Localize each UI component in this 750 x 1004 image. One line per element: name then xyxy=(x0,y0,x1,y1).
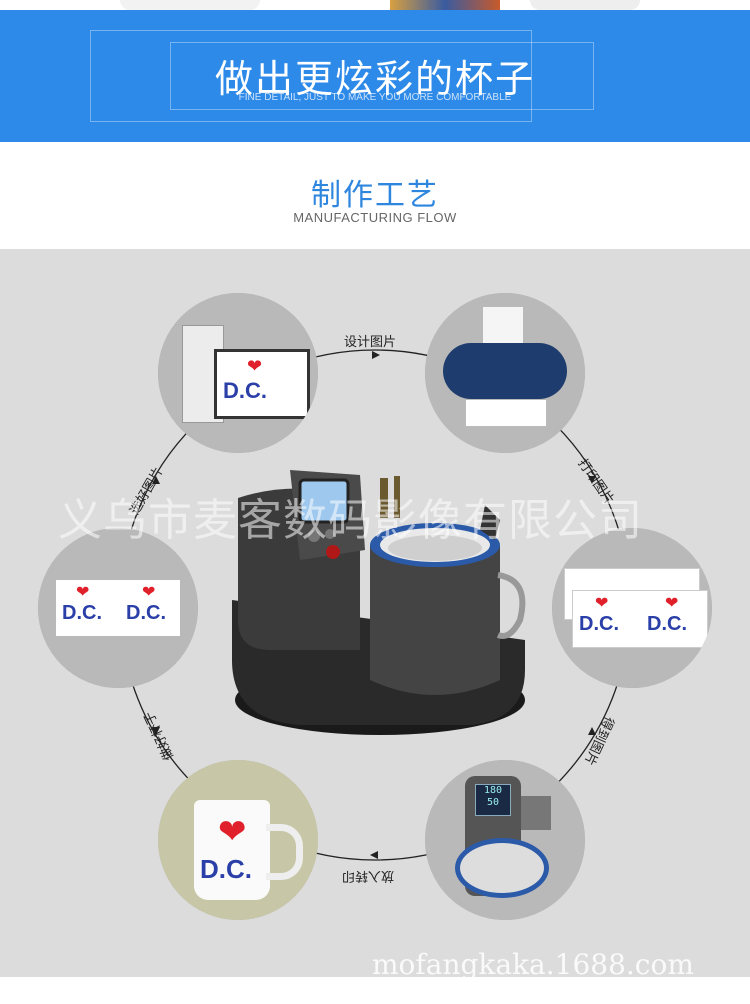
arrow-icon xyxy=(370,851,378,859)
artwork-dc-text: D.C. xyxy=(62,602,102,624)
monitor-icon: ❤ D.C. xyxy=(214,349,310,419)
arrow-icon xyxy=(588,727,596,735)
section-title: 制作工艺 xyxy=(311,178,439,213)
top-strip xyxy=(0,0,750,10)
printer-icon xyxy=(443,343,567,399)
banner-frame-outer xyxy=(90,30,532,122)
machine-display: 180 50 xyxy=(475,784,511,816)
paper-icon xyxy=(483,307,523,349)
section-subtitle: MANUFACTURING FLOW xyxy=(293,210,457,225)
step-select-circle: ❤ ❤ D.C. D.C. xyxy=(38,528,198,688)
mug-icon: ❤ D.C. xyxy=(194,800,270,900)
heart-icon: ❤ xyxy=(218,812,247,852)
bottom-strip xyxy=(0,977,750,1004)
mug-top-image-right xyxy=(530,0,640,10)
company-watermark: 义乌市麦客数码影像有限公司 xyxy=(58,495,643,546)
mug-top-image xyxy=(120,0,260,10)
step-finished-circle: ❤ D.C. xyxy=(158,760,318,920)
artwork-dc-text: D.C. xyxy=(647,613,687,635)
artwork-dc-text: D.C. xyxy=(579,613,619,635)
printed-sheet-icon xyxy=(465,399,547,427)
banner-title: 做出更炫彩的杯子 xyxy=(214,57,535,101)
photo-print-card: ❤ ❤ D.C. D.C. xyxy=(56,580,180,636)
mug-top-image-colorful xyxy=(390,0,500,10)
photo-print-card: ❤ ❤ D.C. D.C. xyxy=(572,590,708,648)
arrow-icon xyxy=(152,727,160,735)
banner-frame-inner xyxy=(170,42,594,110)
display-line2: 50 xyxy=(486,797,500,808)
heart-icon: ❤ xyxy=(142,582,156,601)
mug-ring-icon xyxy=(455,838,549,898)
arrow-icon xyxy=(588,476,596,484)
artwork-dc-text: D.C. xyxy=(223,378,267,403)
heart-icon: ❤ xyxy=(247,356,263,377)
step-design-circle: ❤ D.C. xyxy=(158,293,318,453)
heat-press-machine xyxy=(232,470,526,735)
artwork-dc-text: D.C. xyxy=(200,854,252,884)
banner-subtitle: FINE DETAIL, JUST TO MAKE YOU MORE COMFO… xyxy=(238,92,512,103)
heart-icon: ❤ xyxy=(595,593,609,612)
step-transfer-circle: 180 50 xyxy=(425,760,585,920)
arrow-icon xyxy=(372,351,380,359)
step-label-design: 设计图片 xyxy=(344,335,397,350)
artwork-dc-text: D.C. xyxy=(126,602,166,624)
heart-icon: ❤ xyxy=(665,593,679,612)
display-line1: 180 xyxy=(483,785,503,796)
banner: 做出更炫彩的杯子 FINE DETAIL, JUST TO MAKE YOU M… xyxy=(0,10,750,142)
step-get-image-circle: ❤ ❤ D.C. D.C. xyxy=(552,528,712,688)
site-watermark: mofangkaka.1688.com xyxy=(372,948,694,981)
arrow-icon xyxy=(152,476,160,484)
heart-icon: ❤ xyxy=(76,582,90,601)
step-print-circle xyxy=(425,293,585,453)
step-label-transfer: 放入转印 xyxy=(341,868,394,883)
clamp-icon xyxy=(521,796,551,830)
mug-handle-icon xyxy=(266,824,303,880)
